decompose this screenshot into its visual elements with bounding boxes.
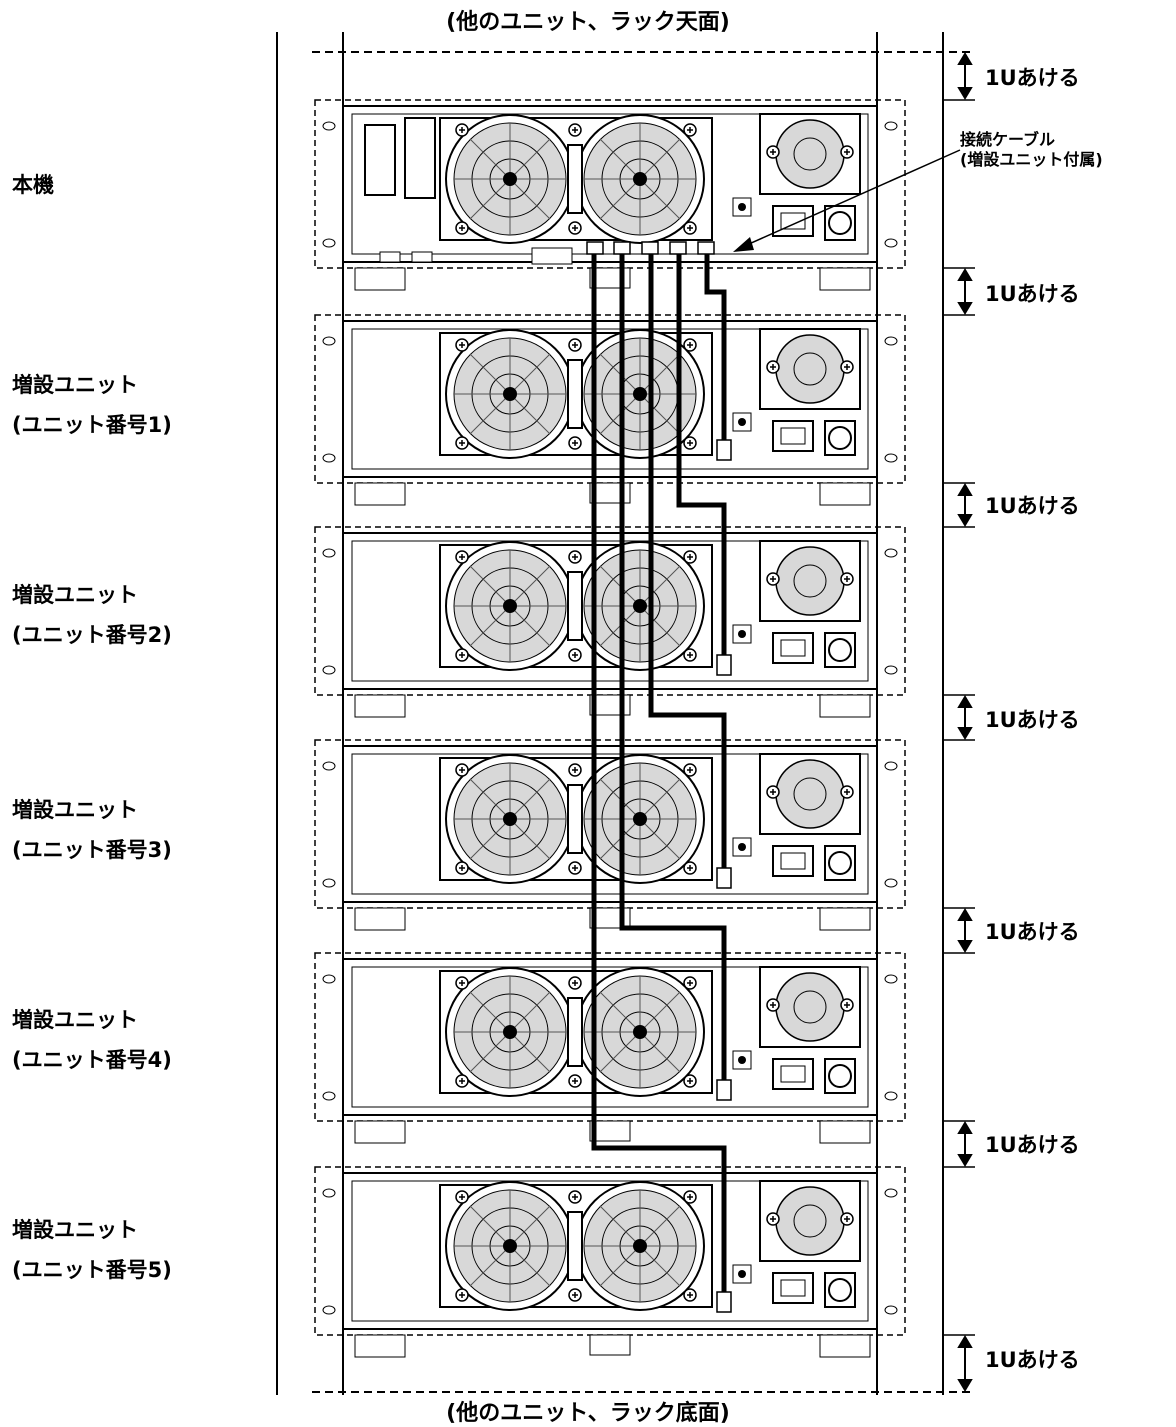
gap-label: 1Uあける	[985, 66, 1080, 90]
bottom-label: (他のユニット、ラック底面)	[446, 1401, 730, 1426]
cable-unit-3	[648, 254, 727, 868]
gap-label: 1Uあける	[985, 1133, 1080, 1157]
cable-unit-1	[704, 254, 727, 440]
unit-4-label: 増設ユニット (ユニット番号4)	[12, 1000, 172, 1080]
cable-unit-4	[619, 254, 727, 1080]
unit-1-label: 増設ユニット (ユニット番号1)	[12, 365, 172, 445]
unit-2-line2: (ユニット番号2)	[12, 623, 172, 647]
unit-2-line1: 増設ユニット	[12, 583, 138, 607]
unit-1-line1: 増設ユニット	[12, 373, 138, 397]
gap-label: 1Uあける	[985, 920, 1080, 944]
gap-label: 1Uあける	[985, 1348, 1080, 1372]
unit-3-label: 増設ユニット (ユニット番号3)	[12, 790, 172, 870]
unit-5-line2: (ユニット番号5)	[12, 1258, 172, 1282]
unit-2-label: 増設ユニット (ユニット番号2)	[12, 575, 172, 655]
unit-1-line2: (ユニット番号1)	[12, 413, 172, 437]
cable-label: 接続ケーブル (増設ユニット付属)	[960, 130, 1103, 170]
cable-label-line1: 接続ケーブル	[960, 130, 1056, 149]
main-unit-label: 本機	[12, 173, 54, 197]
unit-3-line1: 増設ユニット	[12, 798, 138, 822]
gap-label: 1Uあける	[985, 494, 1080, 518]
unit-4-line1: 増設ユニット	[12, 1008, 138, 1032]
unit-5-label: 増設ユニット (ユニット番号5)	[12, 1210, 172, 1290]
cable-unit-5	[591, 254, 727, 1292]
top-label: (他のユニット、ラック天面)	[446, 10, 730, 35]
unit-4-line2: (ユニット番号4)	[12, 1048, 172, 1072]
cable-unit-2	[676, 254, 727, 655]
gap-label: 1Uあける	[985, 282, 1080, 306]
gap-label: 1Uあける	[985, 708, 1080, 732]
unit-5-line1: 増設ユニット	[12, 1218, 138, 1242]
cable-label-line2: (増設ユニット付属)	[960, 150, 1103, 169]
unit-3-line2: (ユニット番号3)	[12, 838, 172, 862]
